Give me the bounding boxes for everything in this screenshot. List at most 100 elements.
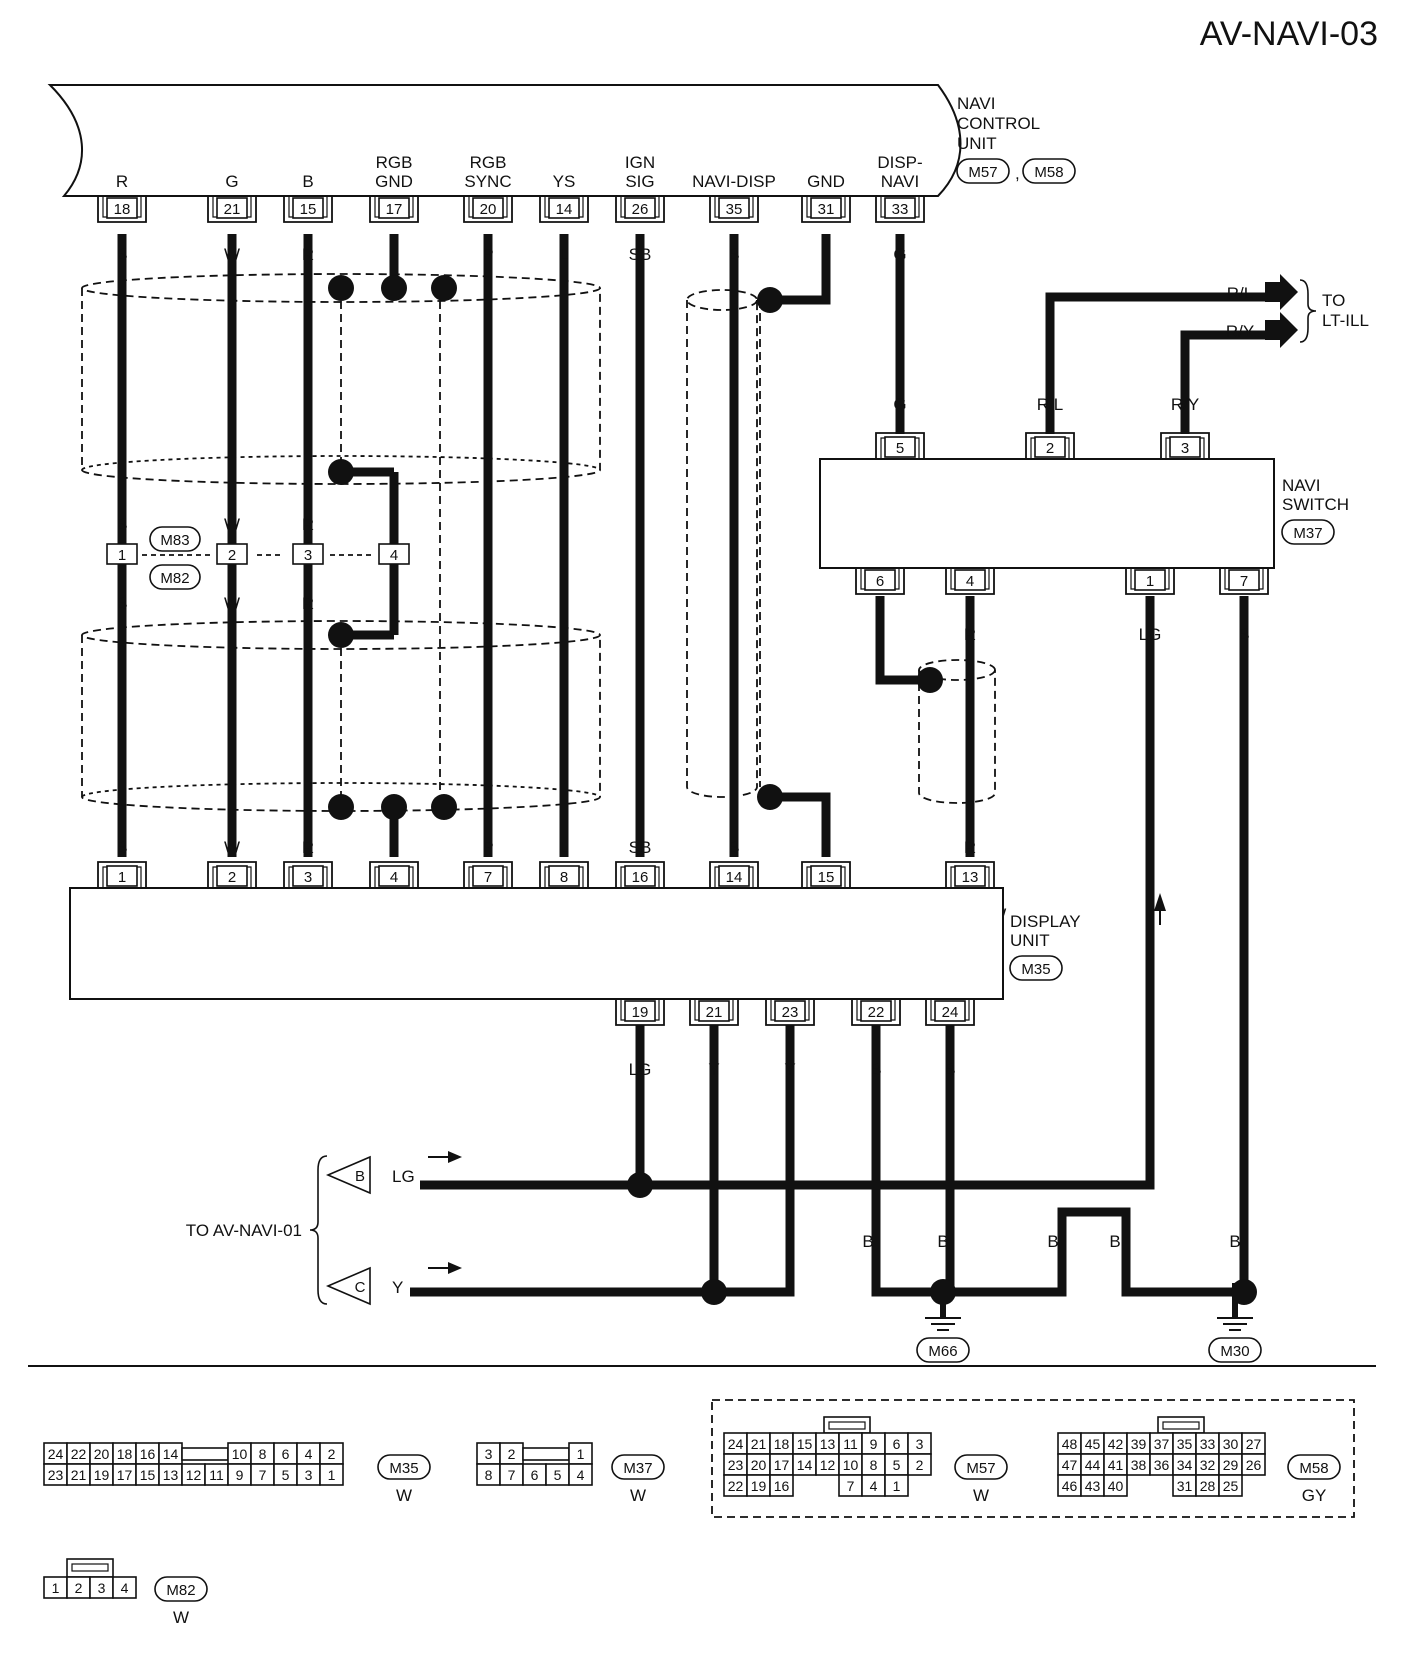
svg-text:M35: M35 (1021, 961, 1050, 978)
ncu-connector-badge-m57: M57 (956, 158, 1010, 184)
ncu-pin-label: G (225, 172, 238, 191)
svg-text:M30: M30 (1220, 1343, 1249, 1360)
splice-dot (328, 459, 354, 485)
joint-connector-badge-m82: M82 (149, 564, 201, 590)
ncu-wire-color: G (893, 245, 906, 264)
svg-text:27: 27 (1246, 1436, 1262, 1452)
diagram-title: AV-NAVI-03 (1200, 15, 1378, 53)
svg-text:26: 26 (1246, 1457, 1262, 1473)
navi-control-unit-outline (47, 84, 962, 197)
splice-dot (757, 784, 783, 810)
connector-pin: 3 (292, 543, 324, 565)
du-bottom-wire: B (944, 1060, 955, 1079)
connector-pin: 1 (97, 861, 147, 888)
sw-bottom-wire: B (1238, 625, 1249, 644)
lt-ill-wire-ry: R/Y (1226, 322, 1254, 341)
svg-text:10: 10 (232, 1446, 248, 1462)
svg-text:4: 4 (577, 1467, 585, 1483)
display-unit-connector-badge: M35 (1009, 955, 1063, 981)
ncu-pin-label: GND (807, 172, 845, 191)
svg-text:22: 22 (71, 1446, 87, 1462)
ncu-pin-label: NAVI-DISP (692, 172, 776, 191)
svg-text:M37: M37 (1293, 525, 1322, 542)
svg-text:35: 35 (1177, 1436, 1193, 1452)
svg-text:8: 8 (485, 1467, 493, 1483)
svg-text:7: 7 (259, 1467, 267, 1483)
svg-text:1: 1 (893, 1478, 901, 1494)
face-badge-id: M35 (389, 1460, 418, 1477)
svg-text:2: 2 (1046, 440, 1054, 457)
svg-text:5: 5 (893, 1457, 901, 1473)
splice-dot (757, 287, 783, 313)
svg-text:43: 43 (1085, 1478, 1101, 1494)
svg-text:6: 6 (876, 573, 884, 590)
svg-text:24: 24 (48, 1446, 64, 1462)
du-wire-color: SB (629, 838, 652, 857)
ncu-pin-label: RGB (470, 153, 507, 172)
connector-pin: 17 (369, 196, 419, 223)
navi-switch-label: NAVI SWITCH (1282, 476, 1349, 514)
wires (117, 234, 1265, 1297)
svg-text:11: 11 (843, 1436, 858, 1452)
svg-text:1: 1 (577, 1446, 585, 1462)
connector-pin: 3 (1160, 432, 1210, 459)
svg-text:M58: M58 (1034, 164, 1063, 181)
m57-m58-enclosure (711, 1399, 1355, 1518)
svg-text:3: 3 (485, 1446, 493, 1462)
svg-text:13: 13 (163, 1467, 179, 1483)
face-color: W (173, 1608, 189, 1627)
svg-text:33: 33 (1200, 1436, 1216, 1452)
svg-text:44: 44 (1085, 1457, 1101, 1473)
wire-gnd-15-drain (770, 792, 831, 857)
wire-gnd-22 (871, 1025, 943, 1297)
svg-text:21: 21 (71, 1467, 87, 1483)
joint-wire-top: B (116, 515, 127, 534)
joint-wire-top: W (224, 515, 240, 534)
splice-dot (381, 794, 407, 820)
connector-pin: 4 (945, 568, 995, 595)
lt-ill-wire-rl: R/L (1227, 284, 1253, 303)
joint-wire-top: R (302, 515, 314, 534)
splice-dot (431, 275, 457, 301)
svg-text:28: 28 (1200, 1478, 1216, 1494)
svg-text:M82: M82 (160, 570, 189, 587)
svg-text:B: B (1047, 1232, 1058, 1251)
connector-pin: 24 (925, 999, 975, 1026)
wire-gnd-31-drain (770, 234, 831, 305)
ncu-pin-label: SIG (625, 172, 654, 191)
ncu-wire-color: R (302, 245, 314, 264)
face-badge-id: M58 (1299, 1460, 1328, 1477)
ncu-wire-color: B (728, 245, 739, 264)
ncu-connector-badge-m58: M58 (1022, 158, 1076, 184)
svg-text:1: 1 (118, 547, 126, 564)
du-wire-color: B (728, 838, 739, 857)
connector-pin: 35 (709, 196, 759, 223)
svg-text:1: 1 (1146, 573, 1154, 590)
svg-text:48: 48 (1062, 1436, 1078, 1452)
du-bottom-wire: LG (629, 1060, 652, 1079)
ncu-pin-label: NAVI (881, 172, 919, 191)
sw-top-wire: R/Y (1171, 395, 1199, 414)
svg-text:3: 3 (305, 1467, 313, 1483)
svg-text:29: 29 (1223, 1457, 1239, 1473)
navi-switch-connector-badge: M37 (1281, 519, 1335, 545)
svg-text:4: 4 (390, 869, 398, 886)
svg-text:NAVI: NAVI (1282, 476, 1320, 495)
svg-text:42: 42 (1108, 1436, 1124, 1452)
joint-wire-bottom: B (116, 594, 127, 613)
connector-c-flag (325, 1266, 371, 1306)
svg-text:B: B (1229, 1232, 1240, 1251)
to-lt-ill: TO LT-ILL R/L R/Y (1226, 274, 1369, 348)
svg-text:3: 3 (916, 1436, 924, 1452)
svg-text:NAVI: NAVI (957, 94, 995, 113)
connector-pin: 20 (463, 196, 513, 223)
flow-arrows (428, 893, 1166, 1274)
connector-pin: 15 (283, 196, 333, 223)
to-av-navi-01-text: TO AV-NAVI-01 (186, 1221, 302, 1240)
splice-dot (328, 794, 354, 820)
du-wire-color: R (964, 838, 976, 857)
